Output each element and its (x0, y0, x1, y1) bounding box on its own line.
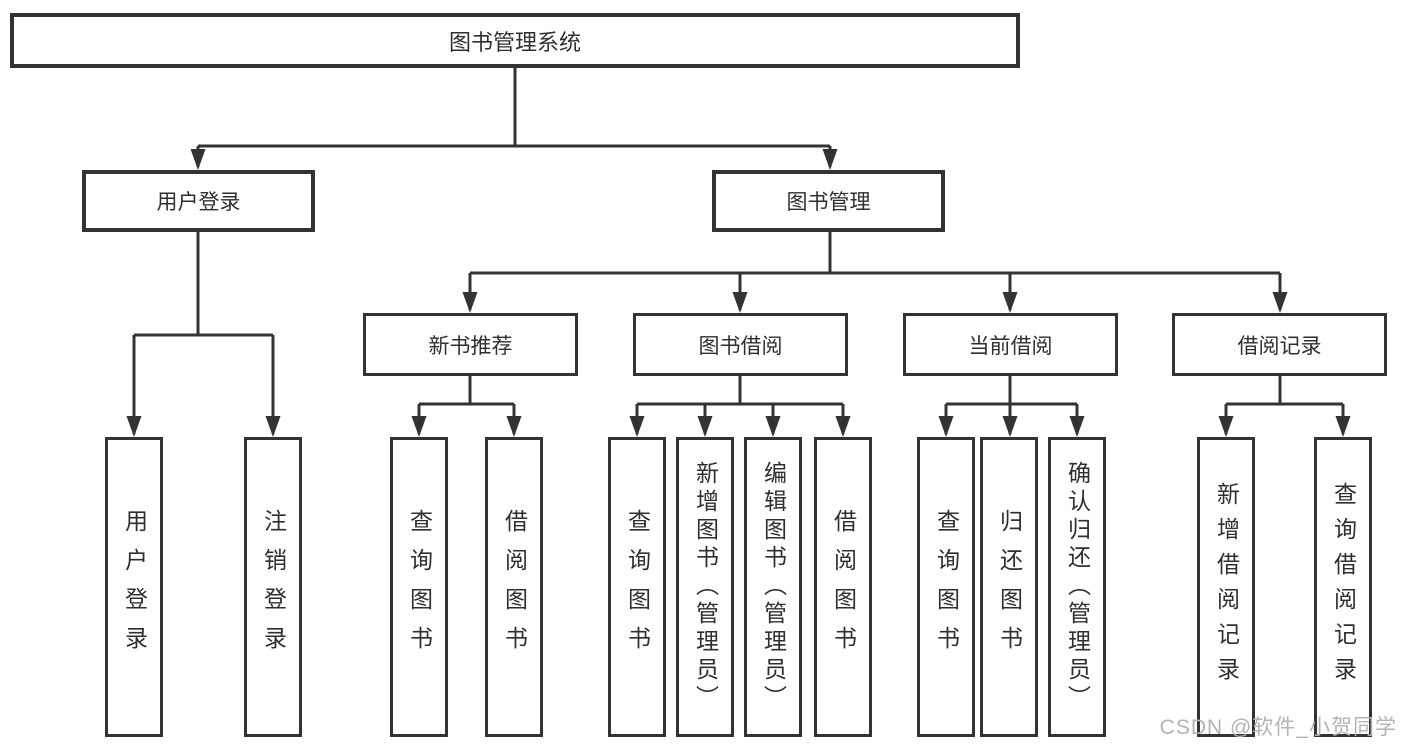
node-recommend-borrow-books: 借阅图书 (485, 437, 543, 737)
node-user-login-branch: 用户登录 (82, 170, 315, 232)
node-confirm-return-admin: 确认归还（管理员） (1048, 437, 1106, 737)
node-book-borrowing: 图书借阅 (633, 313, 848, 376)
node-query-borrow-record: 查询借阅记录 (1314, 437, 1372, 737)
node-recommend-query-books: 查询图书 (390, 437, 448, 737)
node-add-book-admin: 新增图书（管理员） (676, 437, 734, 737)
node-book-management-branch: 图书管理 (712, 170, 945, 232)
node-new-book-recommend: 新书推荐 (363, 313, 578, 376)
csdn-watermark: CSDN @软件_小贺同学 (1159, 716, 1397, 739)
node-borrowing-records: 借阅记录 (1172, 313, 1387, 376)
node-borrowing-query-books: 查询图书 (608, 437, 666, 737)
node-logout: 注销登录 (244, 437, 302, 737)
node-library-management-system: 图书管理系统 (10, 13, 1020, 68)
node-add-borrow-record: 新增借阅记录 (1197, 437, 1255, 737)
node-user-login: 用户登录 (105, 437, 163, 737)
node-return-books: 归还图书 (980, 437, 1038, 737)
node-edit-book-admin: 编辑图书（管理员） (744, 437, 802, 737)
node-current-query-books: 查询图书 (917, 437, 975, 737)
node-borrowing-borrow-books: 借阅图书 (814, 437, 872, 737)
node-current-borrowing: 当前借阅 (903, 313, 1118, 376)
